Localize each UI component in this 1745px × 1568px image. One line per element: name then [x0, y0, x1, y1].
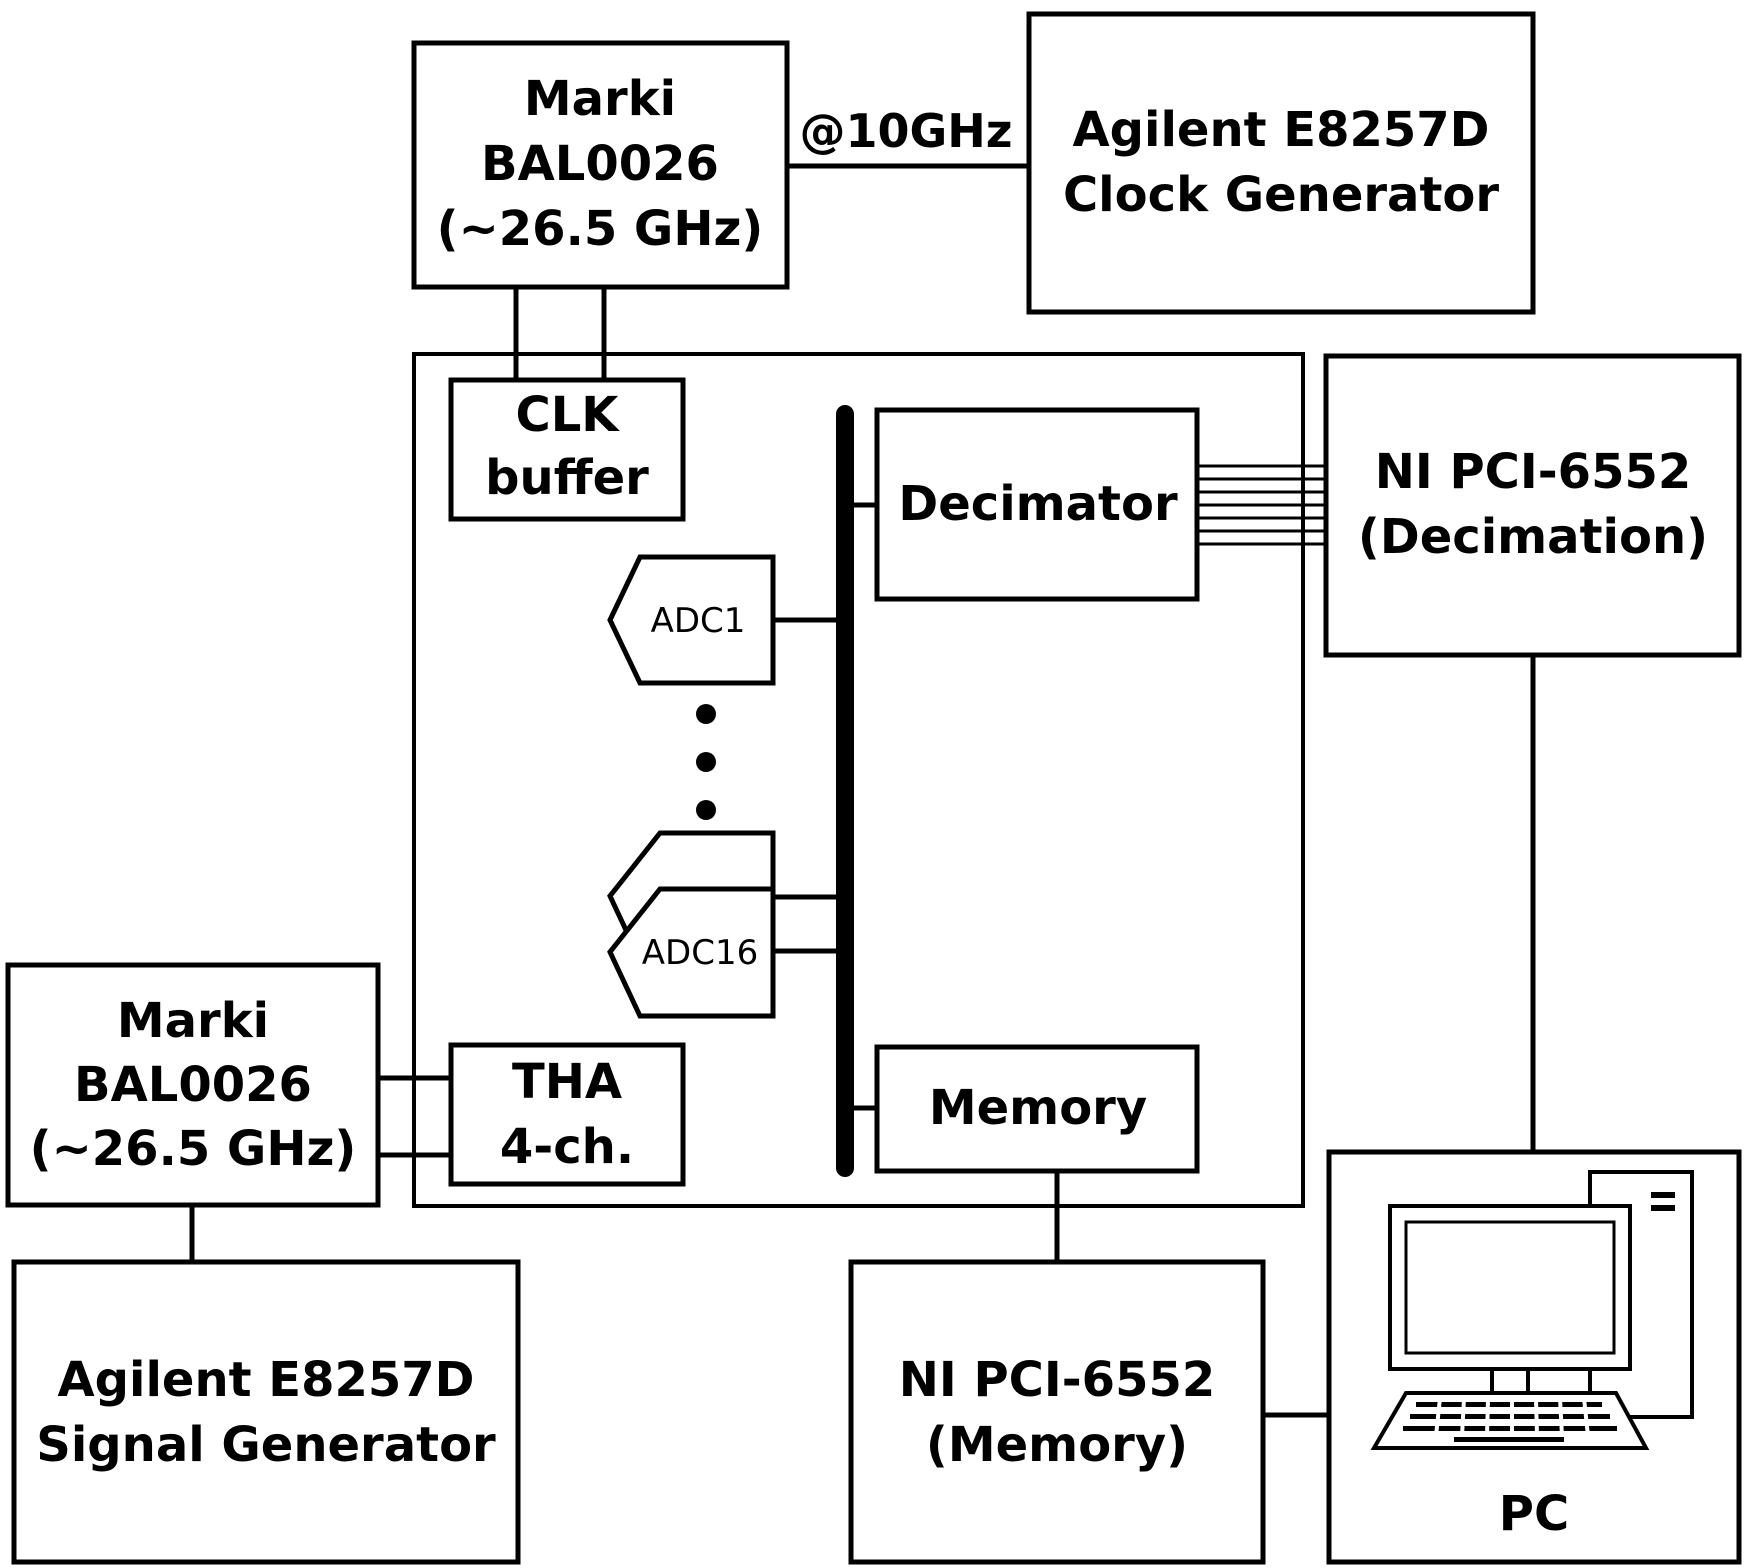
signal-gen-line2: Signal Generator	[36, 1417, 496, 1473]
memory-label: Memory	[929, 1080, 1147, 1136]
decimator-to-ni-bus	[1197, 464, 1326, 546]
adc-board	[412, 352, 1305, 1208]
marki-clock-line2: BAL0026	[481, 136, 719, 192]
clock-generator: Agilent E8257D Clock Generator	[1026, 11, 1536, 315]
clk-buffer: CLK buffer	[448, 377, 686, 522]
tha-line1: THA	[512, 1054, 622, 1110]
pc-block: PC	[1326, 1149, 1742, 1565]
adc1-label: ADC1	[651, 601, 746, 641]
ni-pci-memory: NI PCI-6552 (Memory)	[848, 1259, 1266, 1565]
decimator-label: Decimator	[898, 476, 1178, 532]
adc16-block: ADC16	[607, 886, 776, 1019]
decimator: Decimator	[874, 407, 1200, 602]
marki-signal-line3: (~26.5 GHz)	[30, 1121, 357, 1177]
marki-signal-line1: Marki	[117, 993, 269, 1049]
clock-gen-line2: Clock Generator	[1063, 167, 1499, 223]
tha-block: THA 4-ch.	[448, 1042, 686, 1187]
marki-signal-mixer: Marki BAL0026 (~26.5 GHz)	[5, 962, 381, 1208]
marki-signal-line2: BAL0026	[74, 1057, 312, 1113]
signal-generator: Agilent E8257D Signal Generator	[11, 1259, 521, 1565]
pc-label: PC	[1499, 1486, 1569, 1542]
ni-decim-line2: (Decimation)	[1358, 509, 1708, 565]
computer-icon	[1370, 1170, 1694, 1450]
clk-buffer-line2: buffer	[485, 450, 649, 506]
ni-mem-line2: (Memory)	[926, 1417, 1188, 1473]
clock-frequency-label: @10GHz	[799, 104, 1012, 158]
tha-line2: 4-ch.	[500, 1119, 634, 1175]
marki-clock-line1: Marki	[524, 71, 676, 127]
clock-gen-line1: Agilent E8257D	[1072, 102, 1489, 158]
ni-mem-line1: NI PCI-6552	[899, 1352, 1216, 1408]
adc1-block: ADC1	[607, 554, 776, 686]
ni-pci-decimation: NI PCI-6552 (Decimation)	[1323, 353, 1742, 658]
adc-ellipsis	[696, 704, 716, 820]
ni-decim-line1: NI PCI-6552	[1375, 444, 1692, 500]
marki-clock-mixer: Marki BAL0026 (~26.5 GHz)	[411, 40, 790, 290]
signal-gen-line1: Agilent E8257D	[57, 1352, 474, 1408]
marki-clock-line3: (~26.5 GHz)	[437, 201, 764, 257]
clk-buffer-line1: CLK	[515, 387, 620, 443]
memory-block: Memory	[874, 1044, 1200, 1174]
adc16-label: ADC16	[642, 933, 758, 973]
